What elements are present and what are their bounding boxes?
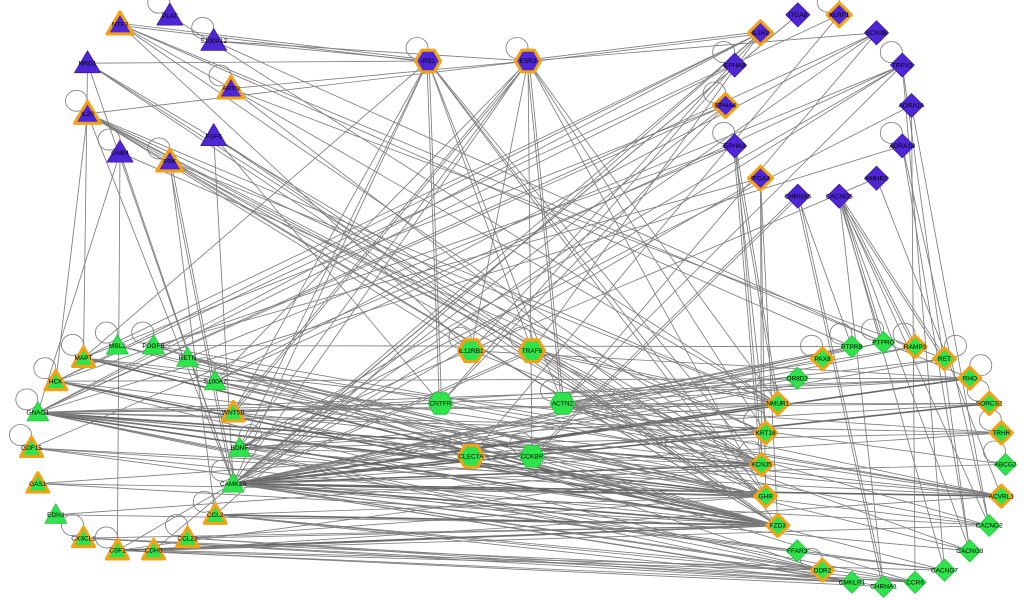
svg-text:CHRNA1: CHRNA1: [870, 584, 897, 591]
svg-text:KRT18: KRT18: [756, 430, 776, 437]
svg-text:TRPV2: TRPV2: [892, 62, 913, 69]
svg-text:RAMP3: RAMP3: [904, 344, 927, 351]
svg-text:WNT5B: WNT5B: [222, 410, 245, 417]
svg-text:NMUR1: NMUR1: [766, 401, 789, 408]
svg-text:ACTN2: ACTN2: [552, 401, 574, 408]
svg-text:CACNG2: CACNG2: [976, 523, 1003, 530]
svg-text:PTPRO: PTPRO: [872, 340, 894, 347]
svg-text:CCL2: CCL2: [207, 512, 224, 519]
svg-text:PDGFB: PDGFB: [142, 343, 164, 350]
svg-text:GHR: GHR: [758, 493, 773, 500]
svg-text:CACNG7: CACNG7: [931, 567, 958, 574]
svg-text:CNTFR: CNTFR: [429, 401, 451, 408]
svg-text:RET: RET: [938, 356, 951, 363]
svg-text:MAPT: MAPT: [74, 355, 92, 362]
svg-text:IRS1: IRS1: [421, 58, 436, 65]
svg-text:CAMK2A: CAMK2A: [220, 481, 247, 488]
svg-text:ESR2: ESR2: [520, 58, 537, 65]
svg-text:GNB4: GNB4: [111, 150, 129, 157]
svg-text:FZD3: FZD3: [770, 523, 787, 530]
svg-text:CACNG3: CACNG3: [956, 548, 983, 555]
svg-text:EPHA4: EPHA4: [715, 103, 737, 110]
svg-text:ACVRL1: ACVRL1: [989, 493, 1015, 500]
svg-text:MBL2: MBL2: [109, 343, 126, 350]
svg-text:SCN3B: SCN3B: [866, 30, 888, 37]
svg-text:TRHR: TRHR: [992, 430, 1010, 437]
svg-text:CLEC7A: CLEC7A: [458, 454, 484, 461]
svg-text:PTPRB: PTPRB: [841, 344, 863, 351]
svg-text:PAX8: PAX8: [814, 356, 831, 363]
svg-text:ADRA1A: ADRA1A: [898, 103, 925, 110]
svg-text:S100A12: S100A12: [200, 38, 227, 45]
svg-text:ADRA1B: ADRA1B: [889, 143, 915, 150]
svg-text:BDNF: BDNF: [231, 445, 249, 452]
svg-text:CDH5: CDH5: [145, 548, 163, 555]
svg-text:ABCG2: ABCG2: [994, 462, 1016, 469]
svg-text:HCK: HCK: [49, 378, 63, 385]
svg-text:CCL22: CCL22: [177, 535, 198, 542]
svg-text:AMHR2: AMHR2: [865, 175, 888, 182]
svg-text:RETN: RETN: [179, 355, 197, 362]
svg-text:KCNJ5: KCNJ5: [751, 462, 772, 469]
svg-text:PLAT: PLAT: [162, 13, 178, 20]
svg-text:IL12RB1: IL12RB1: [458, 348, 484, 355]
svg-text:CX3CL1: CX3CL1: [71, 535, 96, 542]
svg-text:S100A7: S100A7: [204, 378, 228, 385]
svg-text:CCKBR: CCKBR: [521, 454, 544, 461]
svg-text:ITGA3: ITGA3: [751, 175, 770, 182]
svg-text:EDN3: EDN3: [47, 512, 65, 519]
svg-text:OR8D2: OR8D2: [786, 375, 808, 382]
svg-text:CMKLR1: CMKLR1: [839, 580, 866, 587]
svg-text:CHRNA5: CHRNA5: [784, 193, 811, 200]
svg-text:IL20: IL20: [81, 111, 94, 118]
svg-text:DDR2: DDR2: [814, 567, 832, 574]
svg-text:KLRF1: KLRF1: [829, 12, 850, 19]
svg-text:GAS1: GAS1: [29, 481, 47, 488]
svg-text:FFAR3: FFAR3: [787, 548, 808, 555]
svg-text:RHO: RHO: [963, 375, 977, 382]
svg-text:IL1R2: IL1R2: [752, 30, 770, 37]
svg-text:CSF1: CSF1: [109, 548, 126, 555]
svg-text:GNAO1: GNAO1: [26, 410, 49, 417]
svg-text:NRG1: NRG1: [78, 60, 96, 67]
svg-text:TRAF6: TRAF6: [522, 348, 543, 355]
svg-text:ITGA8: ITGA8: [788, 12, 807, 19]
svg-text:FGF6: FGF6: [205, 133, 222, 140]
svg-text:ARTN: ARTN: [222, 86, 240, 93]
svg-text:EPHA8: EPHA8: [724, 62, 746, 69]
svg-text:EPHA3: EPHA3: [724, 143, 746, 150]
svg-text:CCR6: CCR6: [906, 580, 924, 587]
svg-text:CACNG5: CACNG5: [826, 193, 853, 200]
svg-text:FRK: FRK: [163, 159, 177, 166]
svg-text:SORCS2: SORCS2: [976, 401, 1003, 408]
svg-text:NTF3: NTF3: [112, 22, 129, 29]
svg-text:GDF15: GDF15: [21, 445, 42, 452]
